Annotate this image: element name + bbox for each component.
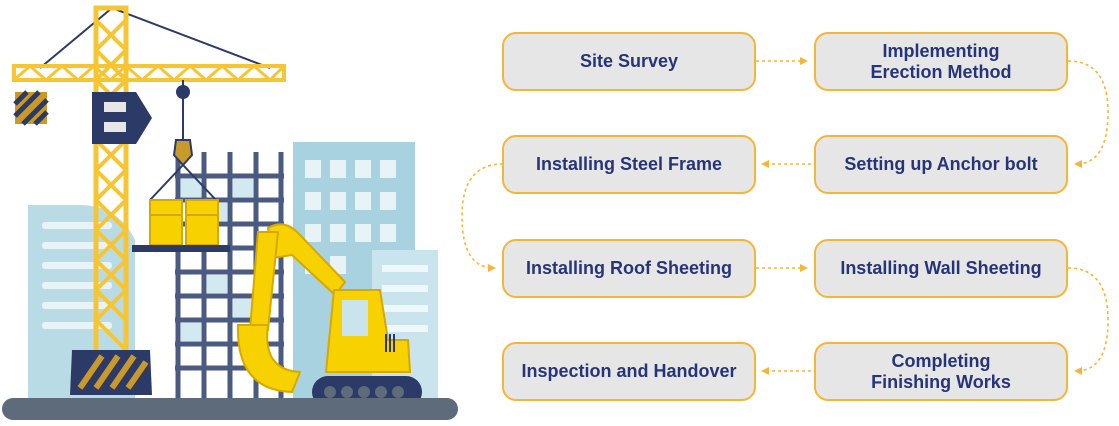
step-label: Setting up Anchor bolt bbox=[844, 154, 1038, 174]
connector-6-7 bbox=[1067, 267, 1109, 375]
step-label-line2: Finishing Works bbox=[871, 371, 1011, 392]
step-installing-roof-sheeting: Installing Roof Sheeting bbox=[502, 239, 756, 298]
step-site-survey: Site Survey bbox=[502, 32, 756, 91]
hanging-cargo-barrels bbox=[132, 199, 230, 252]
step-installing-steel-frame: Installing Steel Frame bbox=[502, 135, 756, 194]
step-completing-finishing-works: Completing Finishing Works bbox=[814, 342, 1068, 401]
tower-crane bbox=[12, 5, 286, 395]
step-label-line1: Implementing bbox=[882, 40, 1000, 61]
step-label: Installing Wall Sheeting bbox=[840, 258, 1042, 278]
crane-hook bbox=[149, 80, 217, 201]
construction-illustration bbox=[2, 5, 458, 420]
step-installing-wall-sheeting: Installing Wall Sheeting bbox=[814, 239, 1068, 298]
step-label: Installing Roof Sheeting bbox=[526, 258, 732, 278]
ground bbox=[2, 398, 458, 420]
step-inspection-and-handover: Inspection and Handover bbox=[502, 342, 756, 401]
step-implementing-erection-method: Implementing Erection Method bbox=[814, 32, 1068, 91]
step-setting-up-anchor-bolt: Setting up Anchor bolt bbox=[814, 135, 1068, 194]
step-label: Installing Steel Frame bbox=[535, 154, 723, 174]
step-label-line2: Erection Method bbox=[870, 61, 1012, 82]
step-label-line1: Completing bbox=[891, 350, 991, 371]
step-label: Inspection and Handover bbox=[521, 361, 737, 381]
connector-2-3 bbox=[1067, 60, 1109, 168]
step-label: Site Survey bbox=[579, 51, 679, 71]
excavator bbox=[236, 223, 422, 408]
